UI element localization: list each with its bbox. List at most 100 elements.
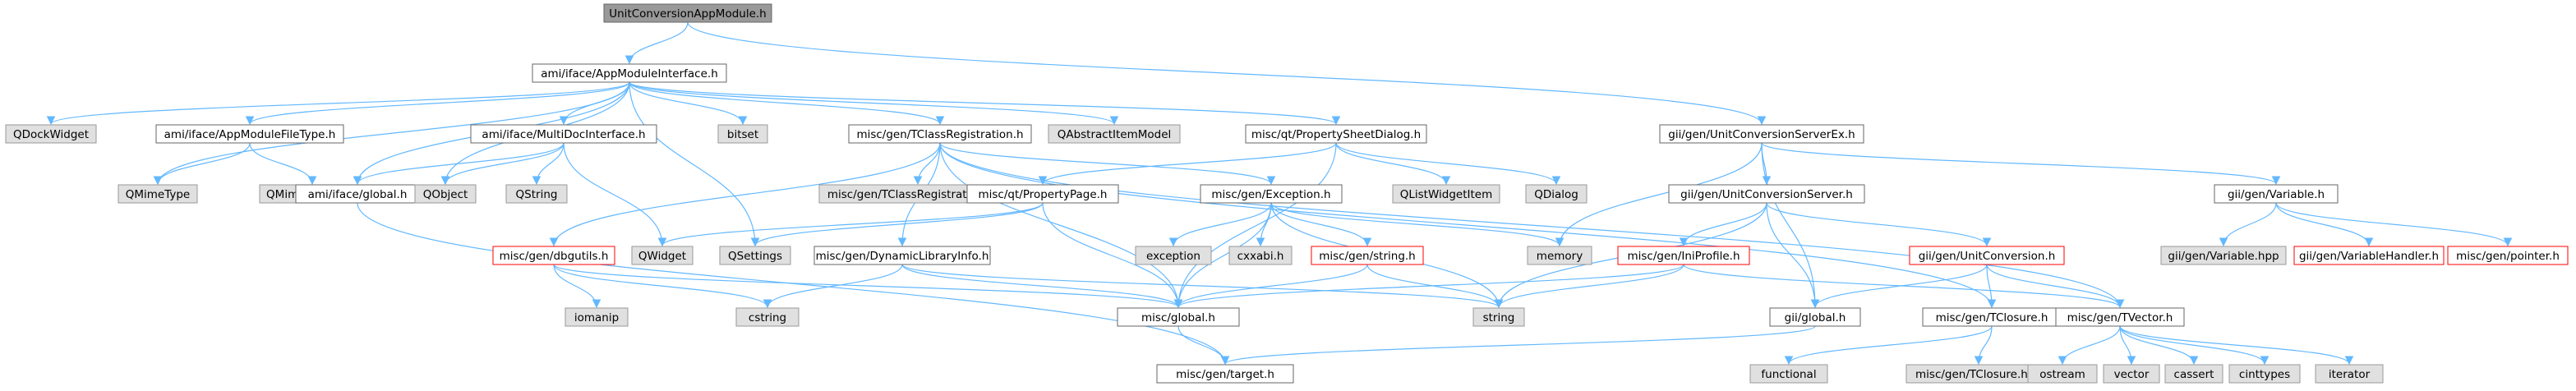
node-label: misc/gen/TClassRegistration.h (856, 128, 1023, 141)
node-ostream: ostream (2027, 364, 2098, 384)
edge-n9-to-n19 (1761, 142, 2281, 186)
edge-n25-to-n37 (901, 264, 1183, 309)
edge-n22-to-n35 (553, 264, 601, 309)
node-box (603, 3, 772, 23)
edge-n41-to-n47 (2119, 325, 2199, 366)
node-label: misc/gen/Exception.h (1211, 188, 1330, 201)
node-ami-iface-appmodulefiletype-h[interactable]: ami/iface/AppModuleFileType.h (155, 124, 344, 144)
edge-n21-to-n37 (1173, 202, 1272, 309)
edge-n31-to-n41 (1986, 264, 2125, 309)
edge-n19-to-n34 (2275, 202, 2513, 247)
node-box (2228, 364, 2301, 384)
node-unitconversionappmodule-h[interactable]: UnitConversionAppModule.h (603, 3, 772, 23)
edge-n41-to-n49 (2119, 325, 2354, 366)
node-label: QListWidgetItem (1400, 188, 1493, 201)
node-gii-global-h[interactable]: gii/global.h (1769, 307, 1861, 327)
node-gii-gen-unitconversionserverex-h[interactable]: gii/gen/UnitConversionServerEx.h (1659, 124, 1864, 144)
node-misc-gen-string-h[interactable]: misc/gen/string.h (1311, 246, 1424, 265)
node-memory: memory (1527, 246, 1592, 265)
node-qwidget: QWidget (631, 246, 694, 265)
node-label: bitset (727, 128, 758, 141)
node-gii-gen-variable-h[interactable]: gii/gen/Variable.h (2214, 184, 2339, 204)
node-misc-qt-propertypage-h[interactable]: misc/qt/PropertyPage.h (966, 184, 1119, 204)
node-gii-gen-unitconversionserver-h[interactable]: gii/gen/UnitConversionServer.h (1668, 184, 1865, 204)
edge-n31-to-n39 (1810, 264, 1988, 309)
edge-n21-to-n26 (1168, 202, 1272, 247)
node-gii-gen-variablehandler-h[interactable]: gii/gen/VariableHandler.h (2293, 246, 2445, 265)
node-box (1769, 307, 1861, 327)
node-misc-gen-dbgutils-h[interactable]: misc/gen/dbgutils.h (492, 246, 615, 265)
edge-n19-to-n32 (2219, 202, 2277, 247)
node-misc-gen-tvector-h[interactable]: misc/gen/TVector.h (2055, 307, 2185, 327)
node-label: cinttypes (2239, 368, 2290, 381)
node-label: misc/gen/string.h (1319, 250, 1416, 263)
edge-n41-to-n45 (2058, 325, 2121, 366)
node-box (1311, 246, 1424, 265)
node-label: UnitConversionAppModule.h (609, 7, 766, 21)
node-box (848, 124, 1032, 144)
node-ami-iface-multidocinterface-h[interactable]: ami/iface/MultiDocInterface.h (470, 124, 657, 144)
node-box (118, 184, 198, 204)
edge-n4-to-n12 (353, 142, 565, 186)
edge-n22-to-n37 (553, 264, 1183, 309)
node-box (2027, 364, 2098, 384)
edge-n8-to-n16 (1335, 142, 1451, 186)
edge-n18-to-n31 (1766, 202, 1992, 247)
node-box (1909, 246, 2065, 265)
edge-n0-to-n1 (624, 21, 689, 65)
node-label: vector (2114, 368, 2150, 381)
node-misc-gen-pointer-h[interactable]: misc/gen/pointer.h (2447, 246, 2569, 265)
edge-n30-to-n38 (1494, 264, 1684, 309)
node-ami-iface-global-h[interactable]: ami/iface/global.h (295, 184, 420, 204)
node-box (2160, 246, 2287, 265)
node-label: QSettings (728, 250, 782, 263)
node-box (1392, 184, 1500, 204)
edge-n1-to-n3 (245, 81, 630, 126)
edge-n37-to-n42 (1177, 325, 1230, 366)
node-box (1200, 184, 1343, 204)
edge-n18-to-n39 (1766, 202, 1820, 309)
node-misc-gen-iniprofile-h[interactable]: misc/gen/IniProfile.h (1617, 246, 1750, 265)
edge-n4-to-n14 (532, 142, 565, 186)
node-misc-gen-exception-h[interactable]: misc/gen/Exception.h (1200, 184, 1343, 204)
node-box (2164, 364, 2223, 384)
edge-n8-to-n37 (1173, 142, 1337, 309)
edge-n30-to-n37 (1173, 264, 1684, 309)
node-misc-qt-propertysheetdialog-h[interactable]: misc/qt/PropertySheetDialog.h (1245, 124, 1427, 144)
edge-n39-to-n42 (1220, 325, 1816, 366)
node-label: string (1483, 311, 1515, 324)
node-misc-gen-target-h[interactable]: misc/gen/target.h (1156, 364, 1294, 384)
node-misc-global-h[interactable]: misc/global.h (1117, 307, 1240, 327)
edge-n20-to-n37 (1042, 202, 1183, 309)
node-ami-iface-appmoduleinterface-h[interactable]: ami/iface/AppModuleInterface.h (532, 63, 727, 83)
node-label: gii/gen/UnitConversionServerEx.h (1668, 128, 1855, 141)
edge-n20-to-n23 (657, 202, 1044, 247)
node-box (414, 184, 477, 204)
node-misc-gen-dynamiclibraryinfo-h[interactable]: misc/gen/DynamicLibraryInfo.h (813, 246, 991, 265)
edge-n4-to-n23 (563, 142, 667, 247)
edge-n28-to-n37 (1173, 264, 1368, 309)
edge-n20-to-n24 (750, 202, 1044, 247)
node-gii-gen-unitconversion-h[interactable]: gii/gen/UnitConversion.h (1909, 246, 2065, 265)
node-qdockwidget: QDockWidget (5, 124, 97, 144)
node-misc-gen-tclassregistration-h[interactable]: misc/gen/TClassRegistration.h (848, 124, 1032, 144)
node-label: QAbstractItemModel (1058, 128, 1172, 141)
node-gii-gen-variable-hpp: gii/gen/Variable.hpp (2160, 246, 2287, 265)
node-label: misc/gen/IniProfile.h (1628, 250, 1740, 263)
edge-n6-to-n40 (939, 142, 1997, 309)
node-vector: vector (2103, 364, 2160, 384)
node-box (2315, 364, 2384, 384)
node-label: cstring (749, 311, 786, 324)
edge-n1-to-n10 (153, 81, 630, 186)
node-qsettings: QSettings (719, 246, 791, 265)
node-box (155, 124, 344, 144)
edge-n6-to-n21 (939, 142, 1276, 186)
node-label: misc/gen/TVector.h (2067, 311, 2173, 324)
node-misc-gen-tclosure-h[interactable]: misc/gen/TClosure.h (1922, 307, 2062, 327)
node-box (470, 124, 657, 144)
node-cxxabi-h: cxxabi.h (1228, 246, 1293, 265)
node-label: QDialog (1534, 188, 1578, 201)
node-label: gii/gen/UnitConversion.h (1919, 250, 2056, 263)
node-label: ami/iface/AppModuleFileType.h (164, 128, 336, 141)
